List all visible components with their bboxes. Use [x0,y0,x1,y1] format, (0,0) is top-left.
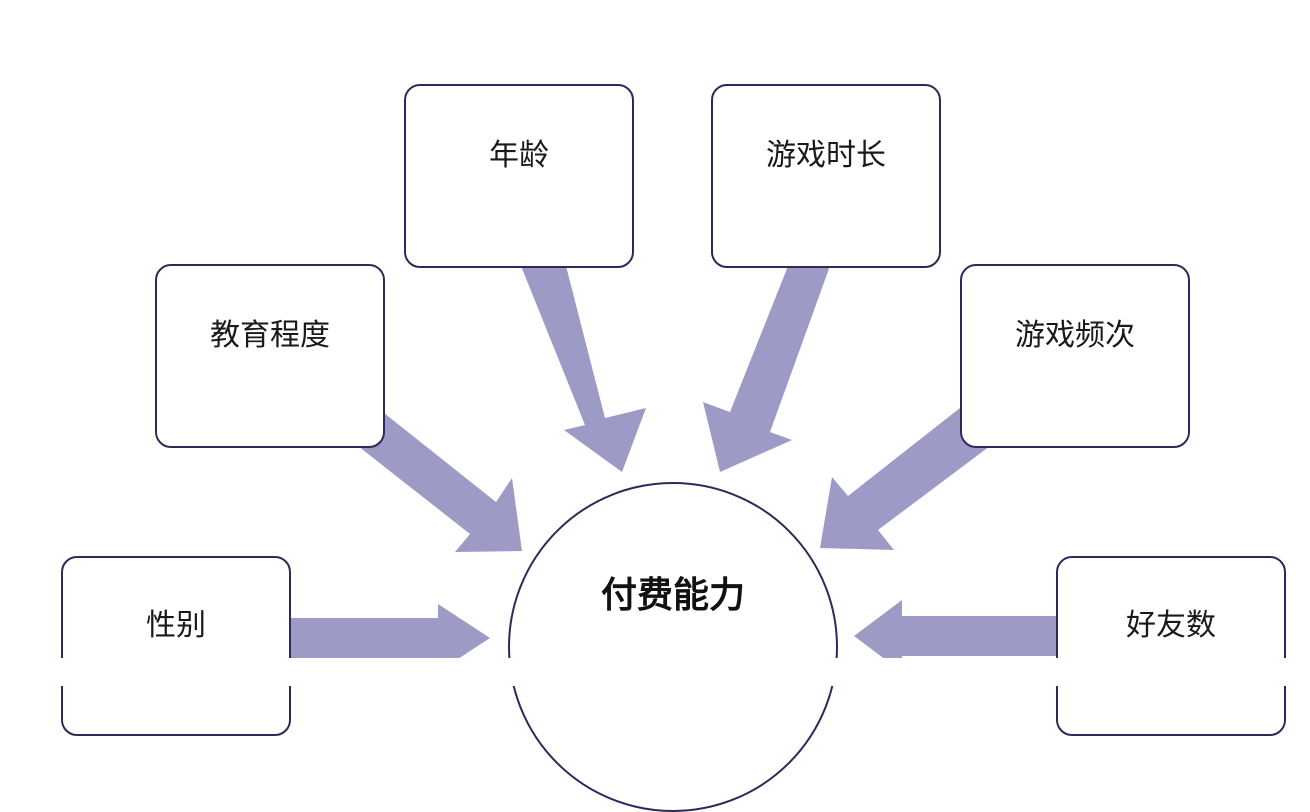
factor-box-friends: 好友数 [1056,556,1286,736]
factor-box-gender: 性别 [61,556,291,736]
factor-box-education: 教育程度 [155,264,385,448]
arrow-frequency [820,408,990,550]
diagram: 性别 教育程度 年龄 游戏时长 游戏频次 好友数 付费能力 [0,84,1310,812]
factor-label-duration: 游戏时长 [766,138,886,173]
factor-box-frequency: 游戏频次 [960,264,1190,448]
factor-label-education: 教育程度 [210,318,330,353]
factor-label-friends: 好友数 [1126,608,1216,643]
factor-label-gender: 性别 [146,608,206,643]
arrow-gender [288,604,490,672]
arrows-layer [288,266,1060,672]
factor-box-duration: 游戏时长 [711,84,941,268]
factor-box-age: 年龄 [404,84,634,268]
center-label: 付费能力 [600,575,745,616]
arrow-friends [854,600,1060,672]
arrow-duration [703,266,830,472]
arrow-education [358,413,522,552]
bottom-crop-edge [0,658,1310,686]
factor-label-age: 年龄 [489,138,549,173]
arrow-age [521,266,646,472]
center-node: 付费能力 [508,482,838,812]
factor-label-frequency: 游戏频次 [1015,318,1135,353]
